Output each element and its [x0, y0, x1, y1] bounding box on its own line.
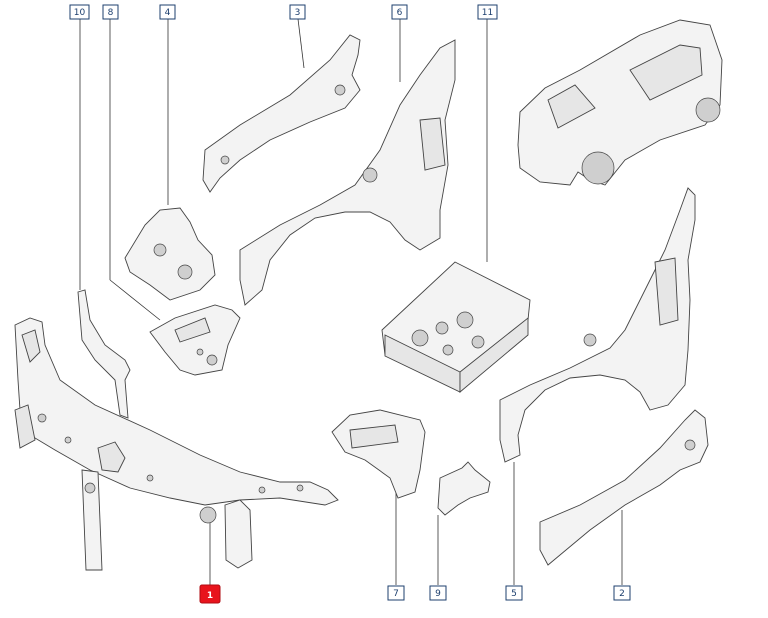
- part-5-right-wing: [499, 187, 696, 463]
- callout-7[interactable]: 7: [387, 585, 405, 601]
- callout-3[interactable]: 3: [289, 4, 306, 20]
- svg-text:11: 11: [482, 8, 493, 18]
- part-front-cross-member: [14, 317, 339, 571]
- leader-lines: [79, 18, 623, 585]
- callout-11[interactable]: 11: [477, 4, 498, 20]
- svg-text:9: 9: [435, 589, 441, 599]
- callout-2[interactable]: 2: [613, 585, 631, 601]
- part-2-lower-rail: [539, 409, 709, 566]
- callout-9[interactable]: 9: [429, 585, 447, 601]
- svg-text:8: 8: [108, 8, 114, 18]
- callout-8[interactable]: 8: [102, 4, 119, 20]
- callout-4[interactable]: 4: [159, 4, 176, 20]
- svg-text:3: 3: [295, 8, 301, 18]
- svg-text:7: 7: [393, 589, 399, 599]
- svg-text:5: 5: [511, 589, 517, 599]
- part-11-hardware-box: [381, 261, 531, 393]
- vehicle-thumbnail: [517, 19, 723, 186]
- callout-6[interactable]: 6: [391, 4, 408, 20]
- svg-text:10: 10: [74, 8, 86, 18]
- svg-text:6: 6: [397, 8, 403, 18]
- part-4-mount-bracket: [124, 207, 216, 301]
- callout-10[interactable]: 10: [69, 4, 90, 20]
- part-10-side-bracket: [77, 289, 131, 419]
- callout-5[interactable]: 5: [505, 585, 523, 601]
- part-7-lower-bracket: [331, 409, 426, 499]
- part-6-left-wing: [239, 39, 456, 306]
- svg-text:2: 2: [619, 589, 625, 599]
- part-3-upper-rail: [202, 34, 361, 193]
- part-8-support-bracket: [149, 304, 241, 376]
- callout-1[interactable]: 1: [199, 584, 221, 604]
- svg-text:1: 1: [207, 591, 213, 601]
- svg-text:4: 4: [165, 8, 171, 18]
- part-9-small-plate: [437, 461, 491, 516]
